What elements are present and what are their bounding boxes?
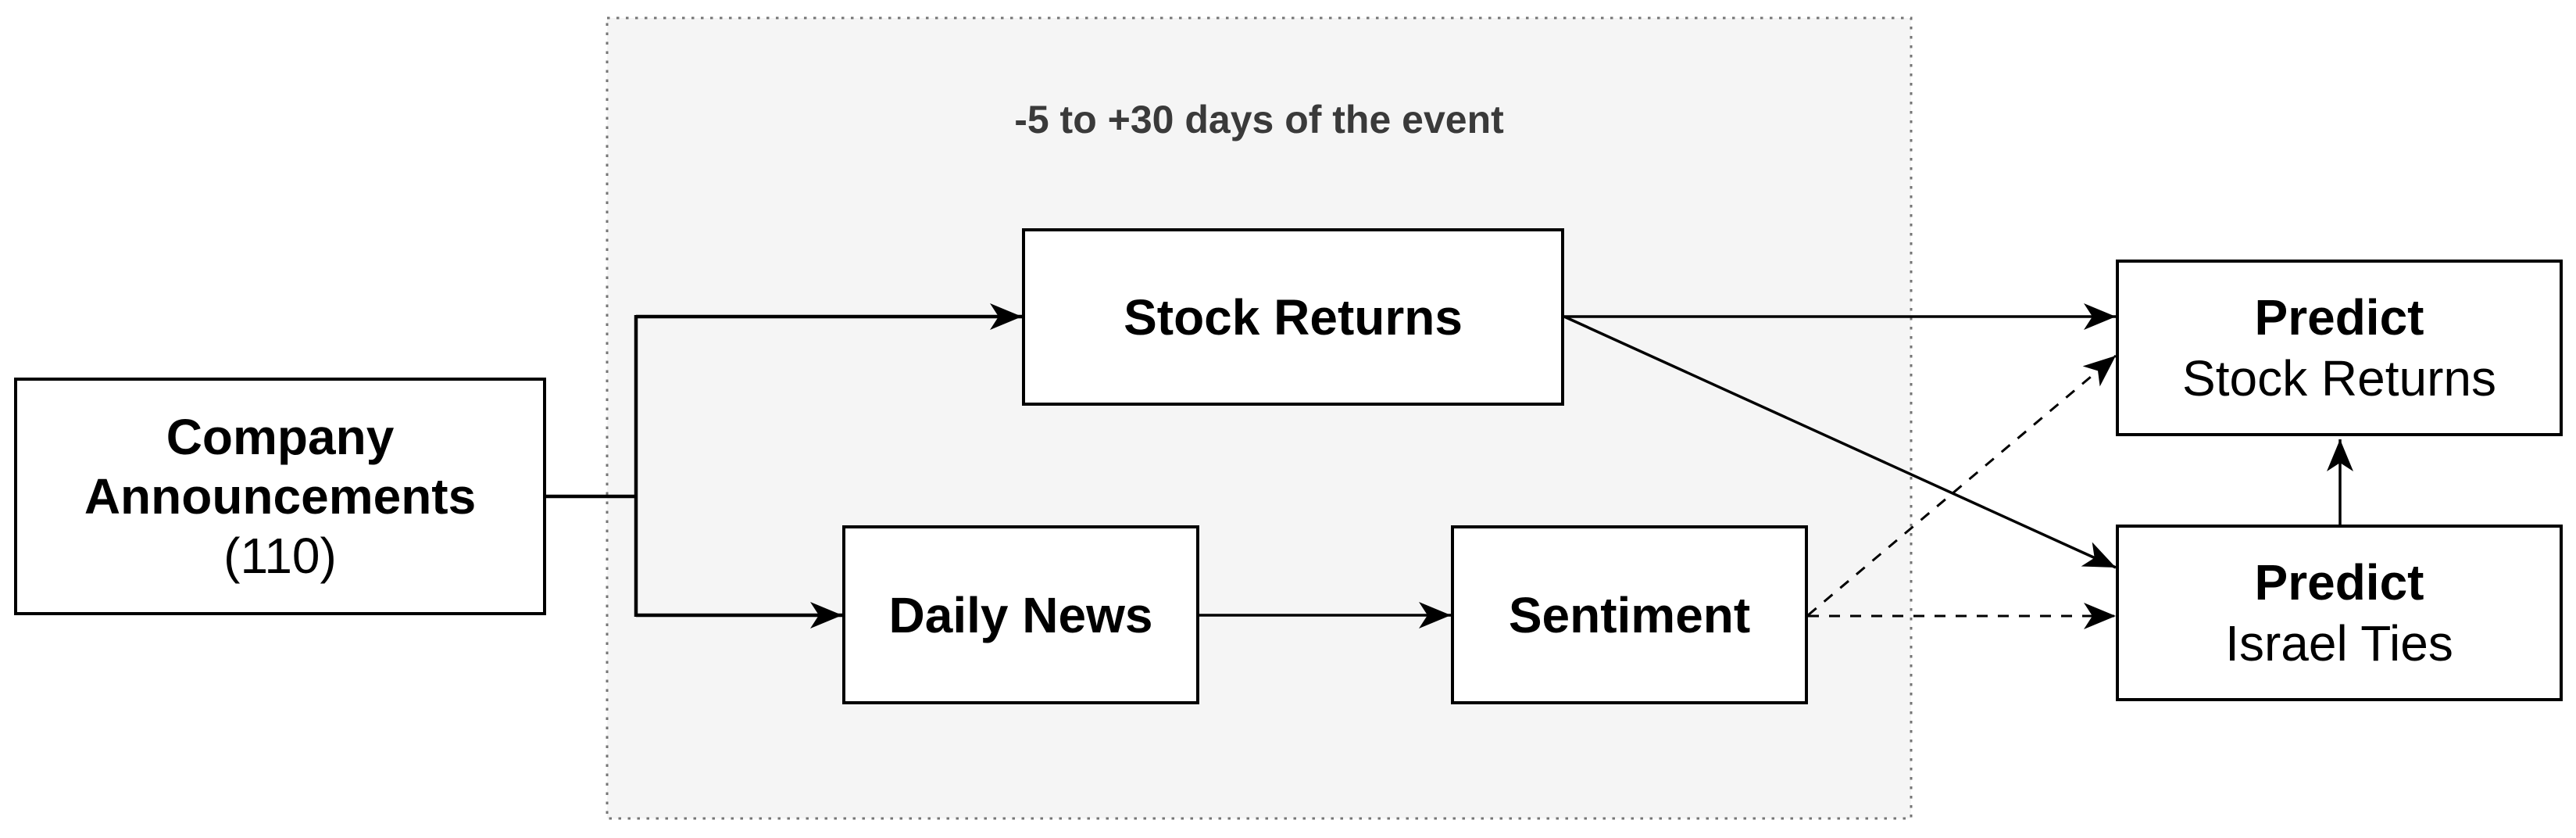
node-sentiment: Sentiment [1451, 525, 1808, 704]
node-daily-news-label: Daily News [888, 586, 1153, 643]
node-sentiment-label: Sentiment [1508, 586, 1751, 643]
node-company-line1: Company [166, 409, 395, 465]
node-stock-returns-label: Stock Returns [1124, 288, 1463, 346]
node-predict-stock-returns-subtitle: Stock Returns [2182, 350, 2496, 406]
node-predict-israel-ties-subtitle: Israel Ties [2225, 615, 2453, 671]
event-window-label: -5 to +30 days of the event [1014, 98, 1504, 141]
node-company-announcements: Company Announcements (110) [14, 378, 546, 615]
node-company-count: (110) [223, 528, 337, 584]
node-predict-stock-returns-title: Predict [2254, 289, 2424, 346]
node-predict-israel-ties-title: Predict [2254, 554, 2424, 611]
node-company-line2: Announcements [84, 468, 477, 525]
node-predict-israel-ties: Predict Israel Ties [2116, 525, 2563, 701]
edge-sentiment-to-predict-stock-returns [1807, 354, 2117, 617]
node-daily-news: Daily News [842, 525, 1199, 704]
edge-stock-returns-to-predict-israel-ties [1563, 315, 2117, 569]
node-predict-stock-returns: Predict Stock Returns [2116, 260, 2563, 436]
node-stock-returns: Stock Returns [1022, 228, 1564, 406]
